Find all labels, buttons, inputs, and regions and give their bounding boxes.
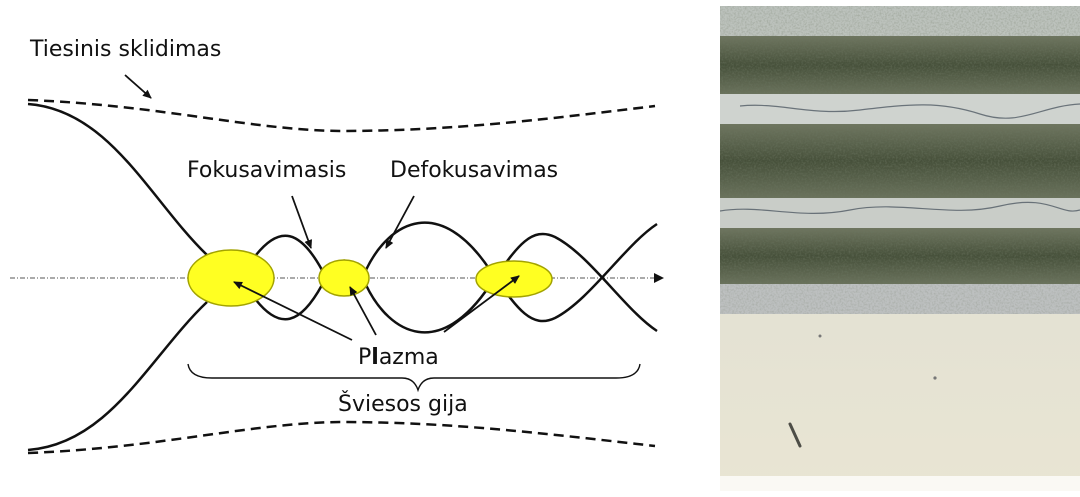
plasma-label: Plazma bbox=[358, 345, 439, 370]
focusing-label: Fokusavimasis bbox=[187, 158, 346, 183]
focusing-pointer-arrow bbox=[292, 196, 311, 248]
linear-propagation-pointer-arrow bbox=[125, 75, 151, 98]
linear-propagation-upper-curve bbox=[28, 100, 655, 131]
defocusing-label: Defokusavimas bbox=[390, 158, 558, 183]
beam-lower-curve bbox=[28, 302, 207, 450]
axis-arrowhead bbox=[654, 273, 664, 283]
filament-damage-micrograph bbox=[720, 6, 1080, 491]
defocusing-pointer-arrow bbox=[386, 196, 414, 248]
linear-propagation-label: Tiesinis sklidimas bbox=[29, 37, 221, 62]
linear-propagation-lower-curve bbox=[28, 422, 655, 453]
plasma-ellipse-1 bbox=[188, 250, 274, 306]
plasma-ellipse-2 bbox=[319, 260, 369, 296]
filamentation-diagram: Tiesinis sklidimas Fokusavimasis Defokus… bbox=[0, 0, 680, 497]
filament-label: Šviesos gija bbox=[338, 391, 468, 417]
beam-upper-curve bbox=[28, 104, 207, 255]
